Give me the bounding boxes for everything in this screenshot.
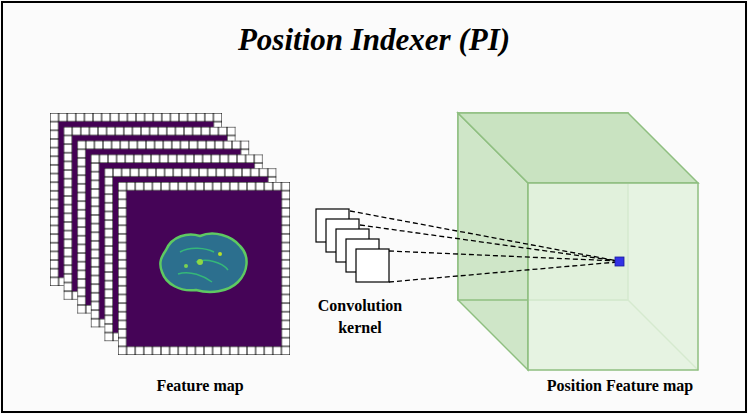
figure-label: Feature map bbox=[120, 375, 280, 397]
diagram-title: Position Indexer (PI) bbox=[0, 22, 748, 58]
position-point bbox=[615, 257, 624, 266]
figure-group: Feature map bbox=[50, 113, 290, 398]
feature-map-stack bbox=[50, 113, 290, 355]
figure-group: Convolution kernel bbox=[310, 205, 410, 340]
feature-cube bbox=[458, 113, 698, 370]
figure-group: Position Feature map bbox=[455, 110, 745, 398]
dashed-projection bbox=[350, 211, 618, 282]
kernel-stack bbox=[316, 209, 389, 282]
figure-label: Convolution kernel bbox=[310, 295, 410, 339]
figure-label: Position Feature map bbox=[500, 375, 740, 397]
